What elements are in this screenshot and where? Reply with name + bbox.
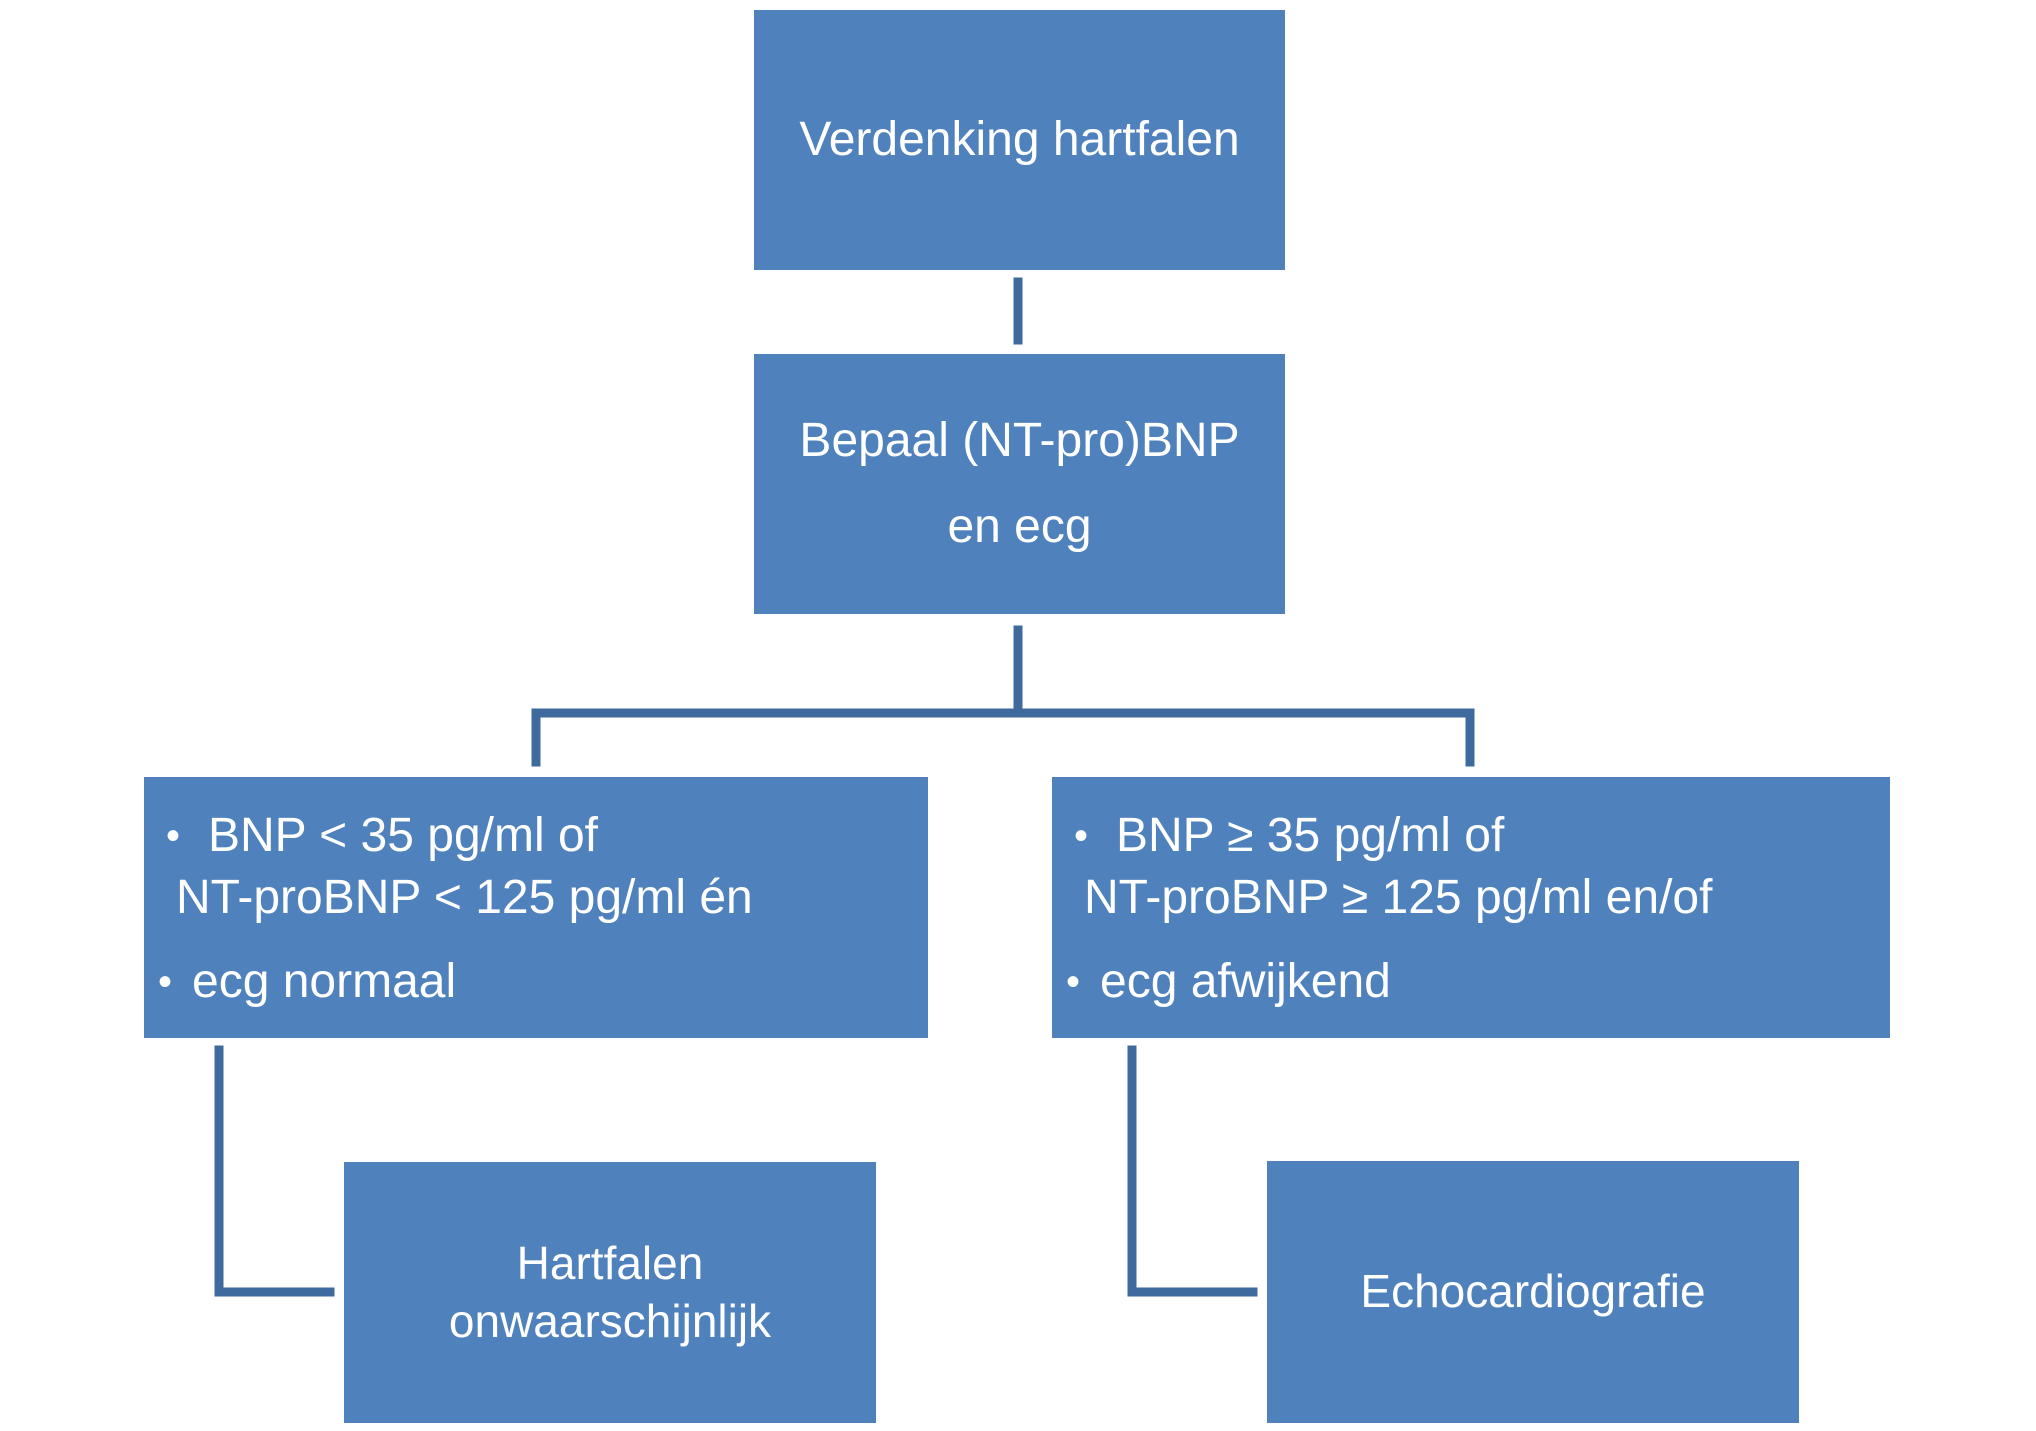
bullet-icon: •: [1066, 960, 1081, 1004]
bullet-icon: •: [158, 960, 173, 1004]
node-unlikely-line1: Hartfalen: [516, 1237, 704, 1289]
high-bullet-1-line2: NT-proBNP ≥ 125 pg/ml en/of: [1084, 871, 1713, 924]
node-measure-line1: Bepaal (NT-pro)BNP: [799, 413, 1240, 467]
node-heart-failure-unlikely: Hartfalen onwaarschijnlijk: [344, 1162, 876, 1423]
node-unlikely-line2: onwaarschijnlijk: [448, 1294, 772, 1347]
node-measure-bnp-ecg: Bepaal (NT-pro)BNP en ecg: [754, 354, 1285, 614]
high-bullet-1: • BNP ≥ 35 pg/ml of NT-proBNP ≥ 125 pg/m…: [1070, 805, 1890, 929]
high-bullet-2: • ecg afwijkend: [1066, 951, 1890, 1013]
connector-low-to-unlikely: [214, 1045, 335, 1297]
node-echo-label: Echocardiografie: [1360, 1265, 1706, 1318]
bullet-icon: •: [1074, 814, 1089, 858]
node-suspicion-heart-failure: Verdenking hartfalen: [754, 10, 1285, 270]
low-bullet-1: • BNP < 35 pg/ml of NT-proBNP < 125 pg/m…: [162, 805, 928, 929]
low-bullet-1-line1: BNP < 35 pg/ml of: [208, 809, 598, 862]
low-bullet-1-line2: NT-proBNP < 125 pg/ml én: [176, 871, 753, 924]
node-measure-line2: en ecg: [947, 500, 1092, 553]
node-suspicion-label: Verdenking hartfalen: [799, 113, 1240, 166]
node-echocardiography: Echocardiografie: [1267, 1161, 1799, 1423]
high-bullet-2-text: ecg afwijkend: [1100, 955, 1391, 1008]
connector-high-to-echo: [1127, 1045, 1258, 1297]
high-bullet-1-line1: BNP ≥ 35 pg/ml of: [1116, 809, 1505, 862]
node-low-values: • BNP < 35 pg/ml of NT-proBNP < 125 pg/m…: [144, 777, 928, 1038]
low-bullet-2: • ecg normaal: [158, 951, 928, 1013]
low-bullet-2-text: ecg normaal: [192, 955, 457, 1008]
bullet-icon: •: [166, 814, 181, 858]
node-high-values: • BNP ≥ 35 pg/ml of NT-proBNP ≥ 125 pg/m…: [1052, 777, 1890, 1038]
